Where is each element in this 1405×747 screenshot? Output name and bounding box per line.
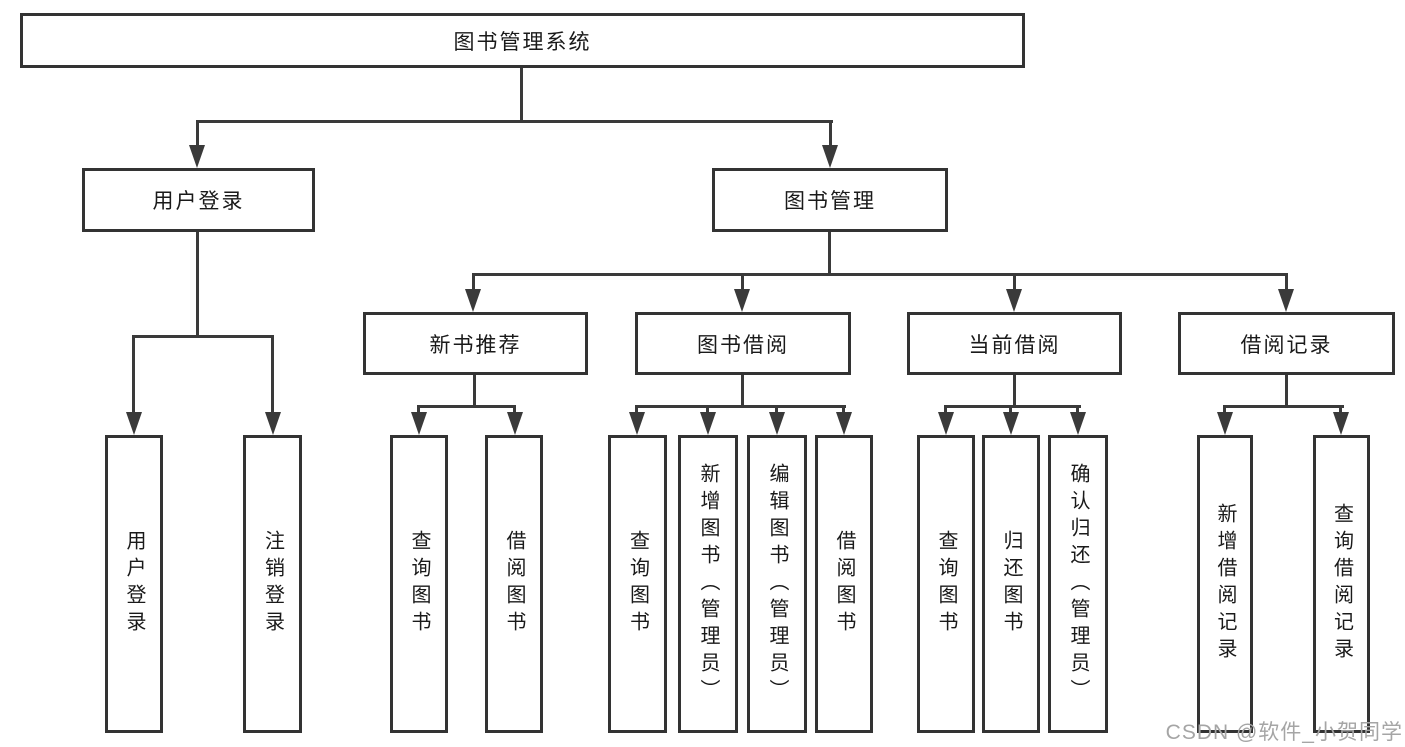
- arrow-down-icon: [1006, 289, 1022, 312]
- node-book-borrowing: 图书借阅: [635, 312, 851, 375]
- leaf-label: 查询图书: [626, 530, 649, 638]
- arrow-down-icon: [836, 412, 852, 435]
- arrow-down-icon: [1070, 412, 1086, 435]
- csdn-watermark: CSDN @软件_小贺同学: [1165, 721, 1403, 744]
- arrow-down-icon: [629, 412, 645, 435]
- arrow-down-icon: [822, 145, 838, 168]
- arrow-down-icon: [189, 145, 205, 168]
- connector-line-v: [842, 405, 845, 417]
- connector-line-v: [1009, 405, 1012, 417]
- leaf-label: 编辑图书（管理员）: [766, 462, 788, 706]
- arrow-down-icon: [734, 289, 750, 312]
- connector-line-h: [132, 335, 274, 338]
- node-borrowing-records: 借阅记录: [1178, 312, 1395, 375]
- leaf-label: 查询图书: [408, 530, 430, 638]
- connector-line-v: [1285, 375, 1288, 407]
- connector-line-v: [1339, 405, 1342, 417]
- connector-line-v: [196, 232, 199, 337]
- node-label: 图书管理: [784, 190, 876, 213]
- connector-line-v: [635, 405, 638, 417]
- connector-line-h: [1223, 405, 1344, 408]
- connector-line-h: [944, 405, 1081, 408]
- leaf-query-books-1: 查询图书: [390, 435, 448, 733]
- node-book-management: 图书管理: [712, 168, 948, 232]
- leaf-label: 查询图书: [935, 530, 957, 638]
- connector-line-v: [1076, 405, 1079, 417]
- arrow-down-icon: [938, 412, 954, 435]
- connector-line-v: [1013, 375, 1016, 407]
- arrow-down-icon: [265, 412, 281, 435]
- connector-line-v: [1223, 405, 1226, 417]
- leaf-logout: 注销登录: [243, 435, 302, 733]
- arrow-down-icon: [1333, 412, 1349, 435]
- connector-line-v: [706, 405, 709, 417]
- connector-line-v: [520, 68, 523, 122]
- connector-line-v: [472, 273, 475, 293]
- leaf-query-borrow-record: 查询借阅记录: [1313, 435, 1370, 733]
- node-new-book-recommendation: 新书推荐: [363, 312, 588, 375]
- arrow-down-icon: [1003, 412, 1019, 435]
- leaf-label: 查询借阅记录: [1330, 503, 1353, 665]
- leaf-borrow-books-1: 借阅图书: [485, 435, 543, 733]
- connector-line-v: [132, 335, 135, 415]
- connector-line-v: [944, 405, 947, 417]
- arrow-down-icon: [465, 289, 481, 312]
- connector-line-v: [828, 232, 831, 275]
- arrow-down-icon: [411, 412, 427, 435]
- leaf-label: 用户登录: [123, 530, 145, 638]
- arrow-down-icon: [769, 412, 785, 435]
- connector-line-v: [417, 405, 420, 417]
- leaf-label: 借阅图书: [833, 530, 855, 638]
- arrow-down-icon: [1217, 412, 1233, 435]
- node-label: 图书借阅: [697, 333, 789, 357]
- connector-line-v: [513, 405, 516, 417]
- leaf-user-login: 用户登录: [105, 435, 163, 733]
- leaf-query-books-2: 查询图书: [608, 435, 667, 733]
- leaf-query-books-3: 查询图书: [917, 435, 975, 733]
- connector-line-v: [741, 375, 744, 407]
- leaf-add-borrow-record: 新增借阅记录: [1197, 435, 1253, 733]
- leaf-label: 归还图书: [1000, 530, 1022, 638]
- node-label: 新书推荐: [429, 333, 522, 357]
- arrow-down-icon: [507, 412, 523, 435]
- leaf-confirm-return-admin: 确认归还（管理员）: [1048, 435, 1108, 733]
- leaf-label: 新增图书（管理员）: [697, 462, 719, 706]
- connector-line-v: [271, 335, 274, 415]
- connector-line-h: [417, 405, 516, 408]
- node-current-borrowing: 当前借阅: [907, 312, 1122, 375]
- node-user-login: 用户登录: [82, 168, 315, 232]
- connector-line-h: [472, 273, 1288, 276]
- connector-line-h: [196, 120, 833, 123]
- connector-line-v: [196, 120, 199, 150]
- connector-line-v: [741, 273, 744, 293]
- leaf-label: 借阅图书: [503, 530, 525, 638]
- node-root-label: 图书管理系统: [453, 30, 592, 54]
- connector-line-v: [473, 375, 476, 407]
- connector-line-v: [829, 120, 832, 150]
- arrow-down-icon: [126, 412, 142, 435]
- node-root: 图书管理系统: [20, 13, 1025, 68]
- leaf-borrow-books-2: 借阅图书: [815, 435, 873, 733]
- leaf-add-books-admin: 新增图书（管理员）: [678, 435, 738, 733]
- node-label: 当前借阅: [968, 333, 1061, 357]
- node-label: 借阅记录: [1240, 333, 1333, 357]
- leaf-return-books: 归还图书: [982, 435, 1040, 733]
- node-label: 用户登录: [152, 190, 245, 213]
- leaf-label: 注销登录: [261, 530, 284, 638]
- connector-line-v: [775, 405, 778, 417]
- leaf-label: 确认归还（管理员）: [1067, 462, 1089, 706]
- arrow-down-icon: [700, 412, 716, 435]
- leaf-label: 新增借阅记录: [1214, 503, 1236, 665]
- connector-line-v: [1013, 273, 1016, 293]
- arrow-down-icon: [1278, 289, 1294, 312]
- connector-line-h: [635, 405, 846, 408]
- connector-line-v: [1285, 273, 1288, 293]
- leaf-edit-books-admin: 编辑图书（管理员）: [747, 435, 807, 733]
